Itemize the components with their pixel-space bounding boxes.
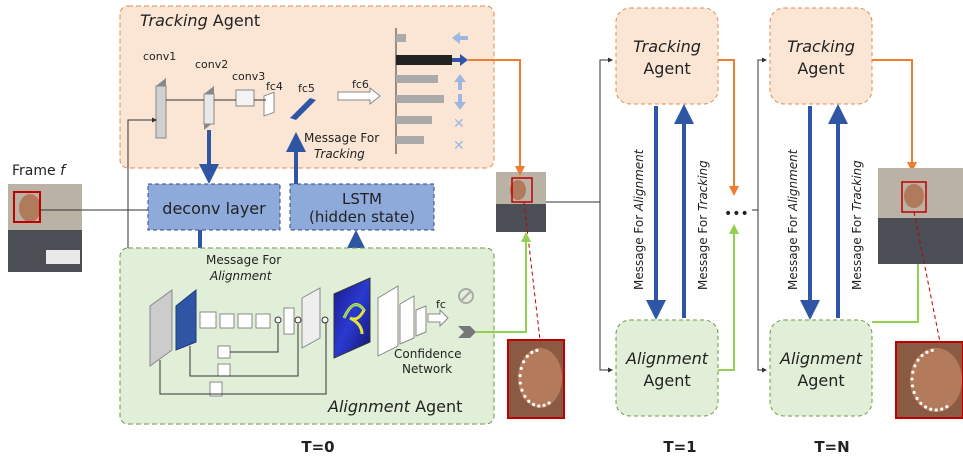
landmark-dot <box>920 353 924 358</box>
t1-msg-alignment: Message For Alignment <box>632 148 646 290</box>
msg-tracking-label-2: Tracking <box>314 147 365 161</box>
frame-image-t0 <box>496 172 546 232</box>
layer-fc5: fc5 <box>298 82 315 95</box>
alignment-agent-tn-title: Alignment <box>779 349 863 368</box>
landmark-dot <box>916 358 920 362</box>
landmark-dot <box>919 401 923 405</box>
frame-image-tn <box>878 168 963 264</box>
action-icons: ✕ ✕ <box>452 32 468 154</box>
landmark-dot <box>537 404 541 408</box>
landmark-dot <box>940 407 944 411</box>
landmark-dot <box>542 403 546 408</box>
layer-fc: fc <box>436 298 446 311</box>
alignment-agent-title: Alignment Agent <box>327 397 462 416</box>
arrow-left-icon <box>452 32 468 44</box>
stop-icon <box>458 288 474 304</box>
landmark-dot <box>934 408 938 412</box>
landmark-dot <box>547 401 551 405</box>
tn-msg-tracking: Message For Tracking <box>850 160 864 290</box>
landmark-dot <box>913 364 917 368</box>
tracking-agent-t1-title: Tracking <box>633 37 701 56</box>
layer-fc6: fc6 <box>352 78 369 91</box>
tracking-agent-tn-title: Tracking <box>787 37 855 56</box>
arrow-down-icon <box>454 94 466 110</box>
landmark-dot <box>915 396 919 400</box>
face-landmarks-tn <box>895 341 963 419</box>
arrow-tracking-output <box>468 59 525 176</box>
expand-icon: ✕ <box>453 138 465 154</box>
time-label-t0: T=0 <box>301 438 334 456</box>
layer-fc4: fc4 <box>266 80 283 93</box>
frame-image <box>8 184 82 272</box>
landmark-dot <box>945 405 949 409</box>
tracking-agent-panel <box>119 5 495 169</box>
landmark-dot <box>930 348 934 352</box>
action-bar-chart <box>395 28 452 154</box>
msg-alignment-label: Message For <box>206 253 281 267</box>
deconv-layer-box <box>147 183 281 231</box>
lstm-box <box>289 183 435 231</box>
lstm-label-2: (hidden state) <box>309 208 415 226</box>
alignment-agent-tn <box>769 319 873 417</box>
tracking-agent-t1 <box>615 7 719 105</box>
confidence-label-2: Network <box>402 362 452 376</box>
landmark-dot <box>518 374 522 378</box>
landmark-dot <box>525 354 529 358</box>
time-label-t1: T=1 <box>663 438 696 456</box>
face-landmarks-t0 <box>507 339 565 419</box>
lstm-label: LSTM <box>342 190 382 208</box>
arrow-confidence-output <box>476 232 531 333</box>
landmark-dot <box>519 366 523 370</box>
landmark-dot <box>523 394 527 398</box>
landmark-dot <box>923 405 928 409</box>
continue-icon <box>458 326 476 338</box>
arrow-right-icon <box>452 54 468 66</box>
msg-tracking-label: Message For <box>304 131 379 145</box>
landmark-dot <box>929 407 933 411</box>
layer-conv1: conv1 <box>143 50 176 63</box>
ellipsis: ••• <box>724 206 749 222</box>
confidence-label: Confidence <box>394 347 461 361</box>
landmark-dot <box>530 350 534 355</box>
tracking-agent-tn <box>769 7 873 105</box>
msg-alignment-label-2: Alignment <box>209 269 273 283</box>
landmark-dot <box>522 360 526 364</box>
alignment-agent-t1-agent: Agent <box>643 371 690 390</box>
alignment-agent-tn-agent: Agent <box>797 371 844 390</box>
layer-conv3: conv3 <box>232 70 265 83</box>
shrink-icon: ✕ <box>453 116 465 132</box>
landmark-dot <box>910 377 914 381</box>
landmark-dot <box>527 399 531 403</box>
frame-label: Frame f <box>12 163 67 179</box>
landmark-dot <box>520 388 524 392</box>
tracking-agent-title: Tracking Agent <box>140 11 260 30</box>
landmark-dot <box>531 402 536 407</box>
confidence-network <box>377 285 449 357</box>
landmark-dot <box>535 348 539 352</box>
landmark-dot <box>910 384 915 388</box>
tn-msg-alignment: Message For Alignment <box>786 148 800 290</box>
arrow-up-icon <box>454 74 466 90</box>
landmark-dot <box>912 390 916 395</box>
t1-msg-tracking: Message For Tracking <box>696 160 710 290</box>
tracking-agent-t1-agent: Agent <box>643 59 690 78</box>
alignment-agent-t1-title: Alignment <box>625 349 709 368</box>
time-label-tn: T=N <box>814 438 849 456</box>
alignment-agent-t1 <box>615 319 719 417</box>
alignment-network <box>149 287 329 397</box>
landmark-dot <box>911 370 915 374</box>
landmark-dot <box>925 350 929 354</box>
tracking-agent-tn-agent: Agent <box>797 59 844 78</box>
heatmap-image <box>333 277 371 359</box>
tracking-cnn <box>155 78 381 139</box>
landmark-dot <box>518 381 522 385</box>
deconv-label: deconv layer <box>162 199 266 218</box>
layer-conv2: conv2 <box>195 58 228 71</box>
